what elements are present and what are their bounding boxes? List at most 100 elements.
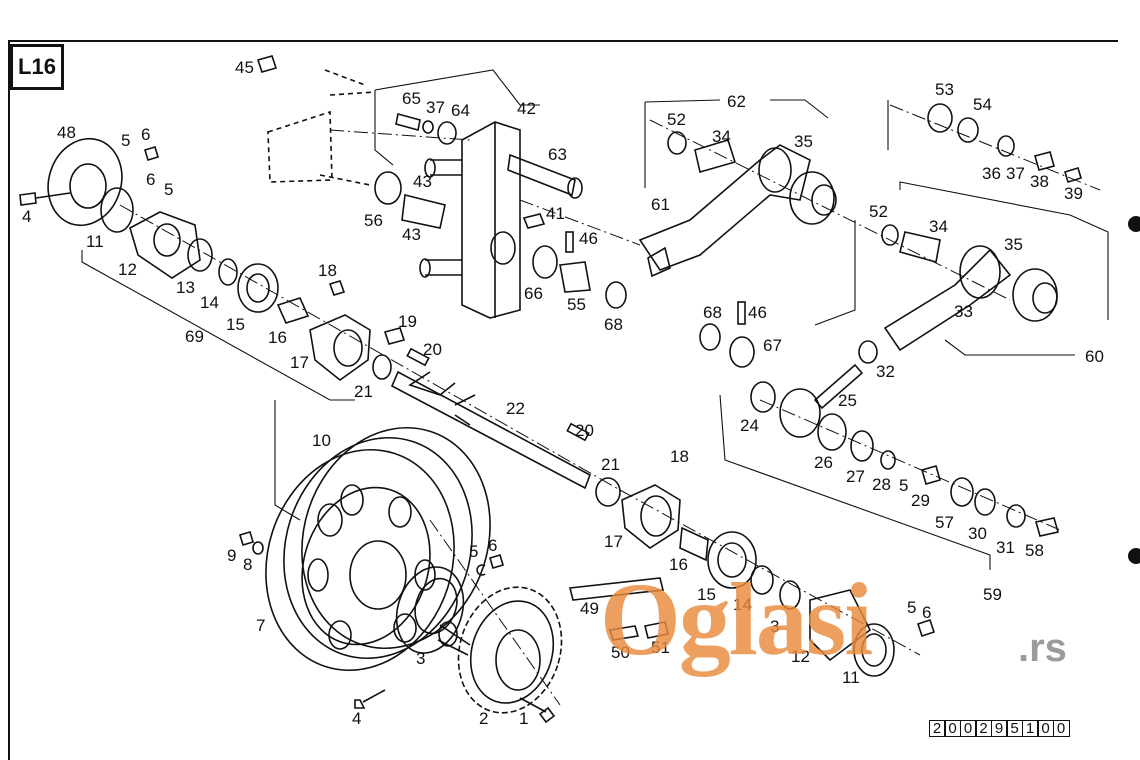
label-part-20b: 20 xyxy=(575,421,594,440)
label-part-67: 67 xyxy=(763,336,782,355)
watermark-tld: .rs xyxy=(1018,626,1067,670)
label-part-49: 49 xyxy=(580,599,599,618)
sprocket-part-2 xyxy=(457,586,563,714)
part-number-digit: 0 xyxy=(944,720,961,737)
bracket-block-part-42 xyxy=(419,121,583,319)
washer-part-37 xyxy=(422,120,434,134)
tension-rod-part-25 xyxy=(699,301,941,485)
label-part-43b: 43 xyxy=(402,225,421,244)
bushing-part-43 xyxy=(401,194,446,229)
label-part-51: 51 xyxy=(651,638,670,657)
label-part-37: 37 xyxy=(426,98,445,117)
part-number-digit: 9 xyxy=(990,720,1008,737)
part-number-digit: 0 xyxy=(1052,720,1070,737)
label-part-48: 48 xyxy=(57,123,76,142)
label-part-12: 12 xyxy=(118,260,137,279)
label-part-11b: 11 xyxy=(842,668,860,687)
label-part-43: 43 xyxy=(413,172,432,191)
label-part-15b: 15 xyxy=(697,585,716,604)
diagram-code-box: L16 xyxy=(10,44,64,90)
label-part-5b: 5 xyxy=(164,180,173,199)
label-part-57: 57 xyxy=(935,513,954,532)
label-part-68: 68 xyxy=(604,315,623,334)
chain-part-49 xyxy=(569,577,669,641)
ghost-bracket xyxy=(267,69,376,186)
part-number-digit: 5 xyxy=(1006,720,1023,737)
label-part-16: 16 xyxy=(268,328,287,347)
exploded-parts-diagram: 1 2 3 3 4 4 5 5 5 5 5 6 6 6 6 7 8 9 10 1… xyxy=(19,55,1109,728)
axis-lines xyxy=(119,104,1101,706)
sleeve-part-55 xyxy=(559,261,591,293)
shaft-part-22 xyxy=(390,347,591,490)
bearing-part-56 xyxy=(374,171,402,205)
label-part-3b: 3 xyxy=(770,617,779,636)
ring-part-64 xyxy=(437,121,457,145)
part-number-digit: 1 xyxy=(1021,720,1039,737)
cap-part-53-54 xyxy=(927,103,1082,184)
label-part-41: 41 xyxy=(546,204,565,223)
label-part-17b: 17 xyxy=(604,532,623,551)
label-part-4b: 4 xyxy=(352,709,361,728)
label-part-22: 22 xyxy=(506,399,525,418)
label-part-60: 60 xyxy=(1085,347,1104,366)
label-part-35b: 35 xyxy=(1004,235,1023,254)
label-part-9: 9 xyxy=(227,546,236,565)
label-part-6c: 6 xyxy=(488,536,497,555)
pulley-part-7 xyxy=(265,426,491,672)
label-part-59: 59 xyxy=(983,585,1002,604)
label-part-17: 17 xyxy=(290,353,309,372)
label-part-36: 36 xyxy=(982,164,1001,183)
label-part-5e: 5 xyxy=(899,476,908,495)
label-part-18: 18 xyxy=(318,261,337,280)
label-part-65: 65 xyxy=(402,89,421,108)
label-part-63: 63 xyxy=(548,145,567,164)
label-part-34b: 34 xyxy=(929,217,948,236)
label-part-62: 62 xyxy=(727,92,746,111)
label-part-37b: 37 xyxy=(1006,164,1025,183)
arm-assembly-part-60 xyxy=(881,224,1058,352)
page-marker-dot xyxy=(1128,548,1140,564)
label-part-66: 66 xyxy=(524,284,543,303)
label-part-10: 10 xyxy=(312,431,331,450)
label-part-20: 20 xyxy=(423,340,442,359)
label-part-25: 25 xyxy=(838,391,857,410)
nut-part-6c xyxy=(489,554,504,569)
label-part-54: 54 xyxy=(973,95,992,114)
ring-part-68 xyxy=(605,281,627,309)
label-part-45: 45 xyxy=(235,58,254,77)
bearing-part-66 xyxy=(532,245,558,279)
cover-part-48 xyxy=(19,137,123,227)
label-part-1: 1 xyxy=(519,709,528,728)
label-part-64: 64 xyxy=(451,101,470,120)
label-part-13: 13 xyxy=(176,278,195,297)
label-part-11: 11 xyxy=(86,232,104,251)
label-part-19: 19 xyxy=(398,312,417,331)
label-part-28: 28 xyxy=(872,475,891,494)
bolt-part-19 xyxy=(383,327,406,345)
adapter-part-16 xyxy=(276,297,310,324)
label-part-56: 56 xyxy=(364,211,383,230)
label-part-14b: 14 xyxy=(733,595,752,614)
circlip-part-14 xyxy=(218,258,238,286)
label-part-30: 30 xyxy=(968,524,987,543)
leader-lines xyxy=(81,69,1109,570)
label-part-27: 27 xyxy=(846,467,865,486)
flange-part-12b xyxy=(809,589,936,677)
label-part-5d: 5 xyxy=(907,598,916,617)
label-part-18b: 18 xyxy=(670,447,689,466)
label-part-58: 58 xyxy=(1025,541,1044,560)
elbow-part-45 xyxy=(256,55,278,73)
bearing-part-15b xyxy=(679,526,801,610)
label-part-31: 31 xyxy=(996,538,1015,557)
part-number-digit: 2 xyxy=(975,720,992,737)
part-number-digit: 0 xyxy=(959,720,977,737)
bearing-part-15 xyxy=(237,263,279,313)
label-part-52: 52 xyxy=(667,110,686,129)
bearing-housing-part-17b xyxy=(595,477,681,549)
label-part-50: 50 xyxy=(611,643,630,662)
label-part-46b: 46 xyxy=(748,303,767,322)
nut-part-6a xyxy=(144,146,159,161)
cap-part-30-31 xyxy=(950,477,1060,537)
label-part-35: 35 xyxy=(794,132,813,151)
label-part-15: 15 xyxy=(226,315,245,334)
